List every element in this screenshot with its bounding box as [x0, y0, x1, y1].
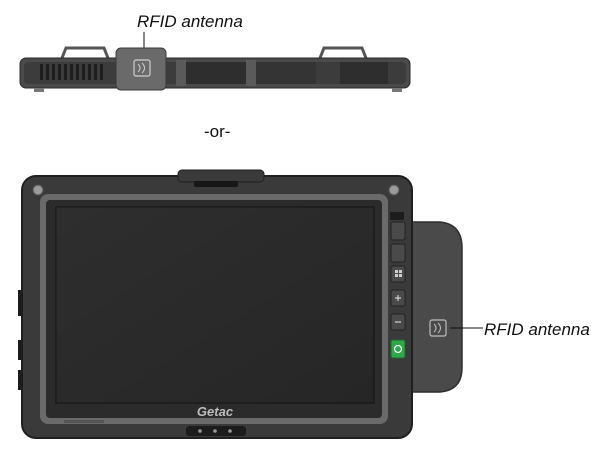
or-separator: -or- — [204, 122, 231, 141]
plus-icon — [395, 295, 401, 301]
device-front-view: Getac — [18, 169, 483, 439]
right-handle-loop — [318, 46, 368, 59]
side-antenna-panel — [399, 221, 463, 393]
function-button-2[interactable] — [390, 243, 406, 263]
power-icon — [393, 344, 403, 354]
power-button[interactable] — [390, 339, 406, 359]
function-button-1[interactable] — [390, 221, 406, 241]
side-rfid-icon — [429, 319, 447, 337]
device-top-view — [19, 32, 411, 92]
windows-icon — [395, 270, 402, 277]
top-rfid-antenna-label: RFID antenna — [137, 12, 243, 31]
vent-grille — [40, 64, 103, 80]
side-rfid-antenna-label: RFID antenna — [484, 320, 590, 339]
side-button-column — [390, 212, 406, 359]
top-antenna-module — [115, 47, 167, 91]
camera-icon — [194, 181, 238, 187]
left-handle-loop — [60, 46, 110, 59]
rfid-icon — [133, 59, 151, 77]
left-side-ports — [18, 290, 23, 390]
brand-logo: Getac — [197, 404, 234, 419]
